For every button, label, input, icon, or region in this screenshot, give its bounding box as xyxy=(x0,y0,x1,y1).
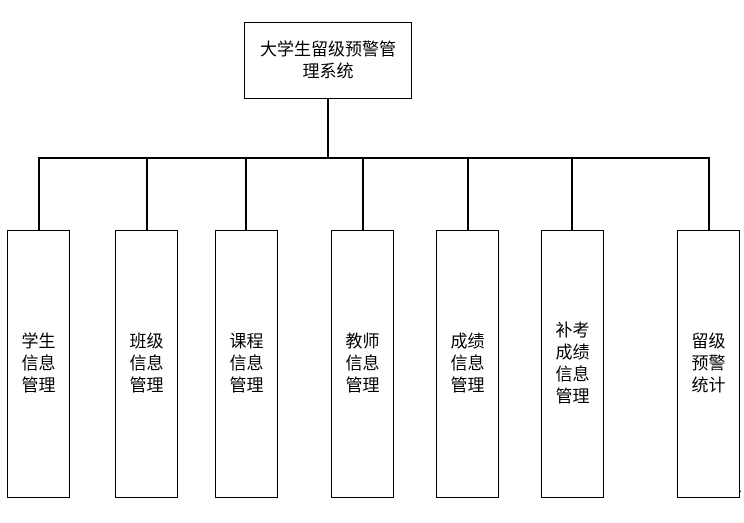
branch-line-5 xyxy=(467,157,469,230)
child-node-label: 学生 信息 管理 xyxy=(21,332,56,396)
root-node: 大学生留级预警管 理系统 xyxy=(244,22,412,99)
branch-line-4 xyxy=(362,157,364,230)
branch-line-1 xyxy=(38,157,40,230)
child-node-label: 班级 信息 管理 xyxy=(129,332,164,396)
root-node-label: 大学生留级预警管 理系统 xyxy=(260,39,396,82)
child-node-label: 补考 成绩 信息 管理 xyxy=(555,321,590,407)
child-node-label: 成绩 信息 管理 xyxy=(450,332,485,396)
end-mark: . xyxy=(739,484,743,495)
child-node-student-info: 学生 信息 管理 xyxy=(7,230,70,498)
branch-line-3 xyxy=(245,157,247,230)
child-node-repeat-warning-stats: 留级 预警 统计 xyxy=(677,230,740,498)
child-node-course-info: 课程 信息 管理 xyxy=(215,230,278,498)
child-node-class-info: 班级 信息 管理 xyxy=(115,230,178,498)
branch-line-7 xyxy=(708,157,710,230)
branch-line-2 xyxy=(146,157,148,230)
child-node-makeup-grade-info: 补考 成绩 信息 管理 xyxy=(541,230,604,498)
root-stem-line xyxy=(327,99,329,157)
child-node-teacher-info: 教师 信息 管理 xyxy=(331,230,394,498)
child-node-label: 留级 预警 统计 xyxy=(691,332,726,396)
horizontal-bus-line xyxy=(38,157,710,159)
child-node-label: 教师 信息 管理 xyxy=(345,332,380,396)
branch-line-6 xyxy=(571,157,573,230)
child-node-grade-info: 成绩 信息 管理 xyxy=(436,230,499,498)
child-node-label: 课程 信息 管理 xyxy=(229,332,264,396)
